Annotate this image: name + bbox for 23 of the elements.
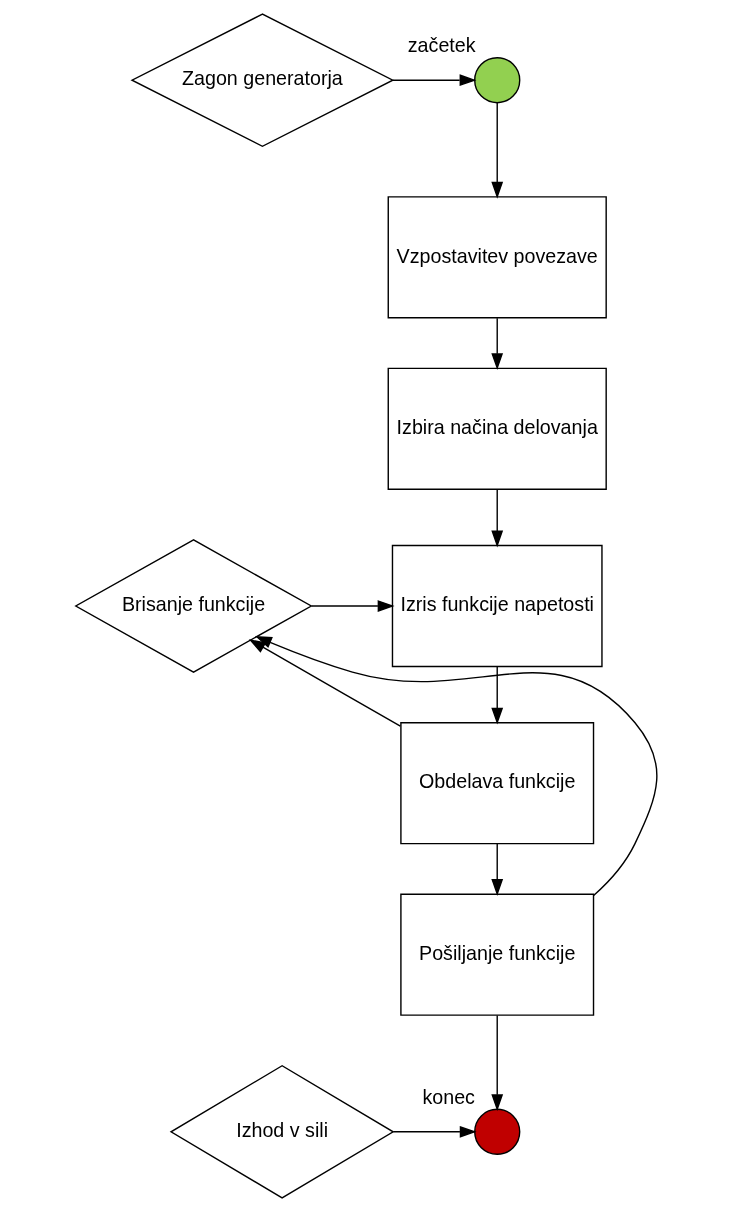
node-box: Izris funkcije napetosti (391, 544, 603, 668)
node-label: konec (422, 1085, 475, 1108)
node-circle (474, 57, 521, 104)
arrow (392, 1125, 477, 1138)
node-box: Vzpostavitev povezave (387, 196, 607, 319)
node-label: začetek (407, 34, 476, 57)
arrow (491, 843, 504, 896)
arrow (491, 489, 504, 548)
node-box: Pošiljanje funkcije (400, 893, 595, 1016)
arrow (391, 74, 477, 87)
node-diamond: Brisanje funkcije (74, 539, 313, 673)
arrow (248, 639, 402, 727)
arrow (491, 666, 504, 725)
arrow (255, 635, 658, 897)
arrow (491, 102, 504, 199)
node-box: Obdelava funkcije (400, 722, 595, 845)
arrow (310, 600, 395, 612)
node-box: Izbira načina delovanja (387, 367, 607, 490)
node-diamond: Izhod v sili (169, 1064, 395, 1199)
node-circle (474, 1108, 521, 1155)
node-diamond: Zagon generatorja (130, 13, 395, 148)
arrow (491, 317, 504, 371)
arrow (491, 1014, 504, 1112)
